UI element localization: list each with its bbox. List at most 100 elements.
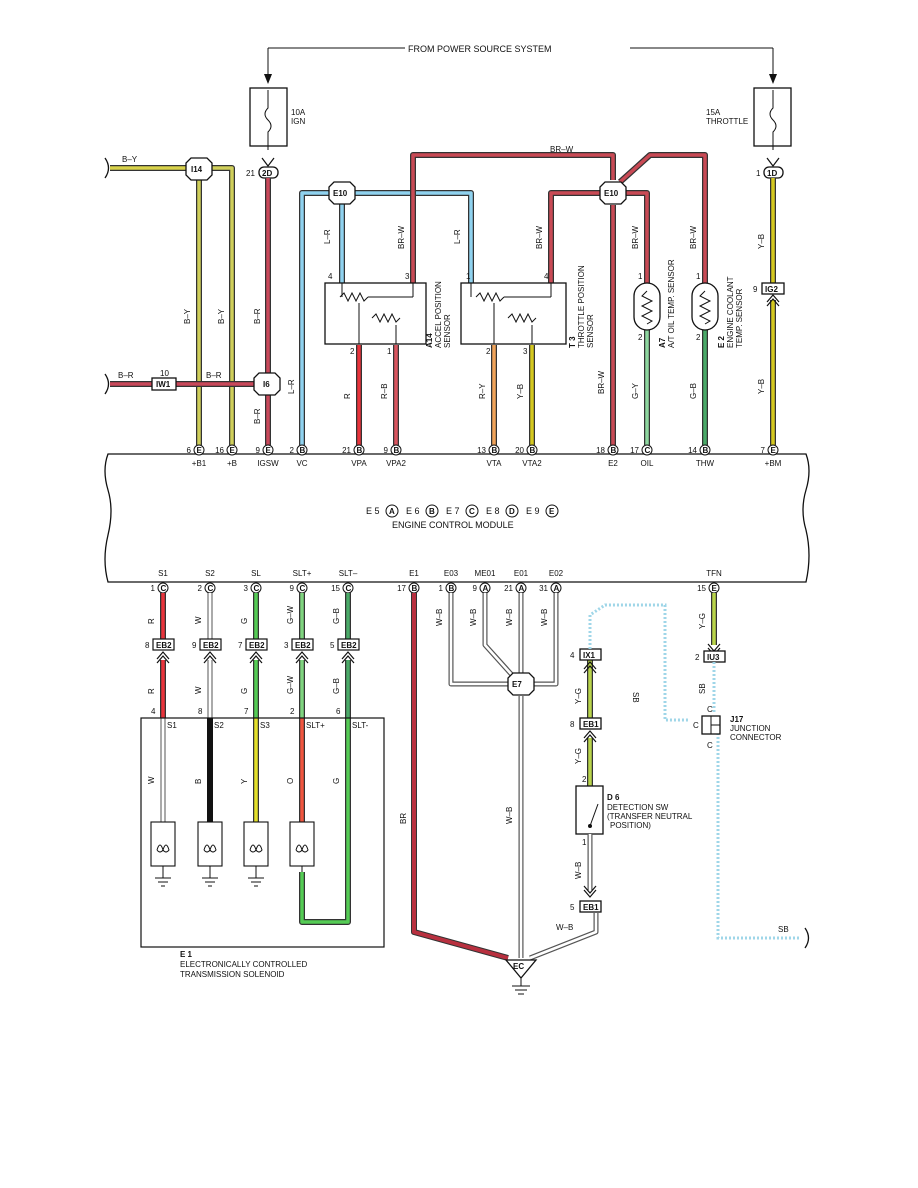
ecm-pin-number: 15 [697, 584, 706, 593]
ground-wires: BR W–B W–B W–B W–B W–B E7 W–B EC [399, 593, 599, 995]
ecm-pin-conn: A [519, 584, 525, 593]
ecm-pin-badge [767, 444, 779, 456]
ecm-pin-number: 3 [244, 584, 249, 593]
svg-text:D 6: D 6 [607, 793, 620, 802]
svg-text:W–B: W–B [556, 923, 573, 932]
svg-text:21: 21 [246, 169, 255, 178]
svg-text:TRANSMISSION SOLENOID: TRANSMISSION SOLENOID [180, 970, 285, 979]
ecm-pin-conn: E [712, 584, 718, 593]
svg-text:W–B: W–B [469, 609, 478, 626]
sensor-a14: 4 3 2 1 A14 ACCEL POSITION SENSOR [324, 272, 452, 356]
wire-color-label: G–B [332, 608, 341, 624]
ecm-pin-label: OIL [641, 459, 654, 468]
detection-switch-group: Y–G Y–G IX1 4 EB1 8 2 1 D 6 DETECTION SW… [570, 593, 810, 949]
svg-text:E 2: E 2 [717, 335, 726, 348]
svg-text:W–B: W–B [505, 807, 514, 824]
junctions-top: I14 I6 IW1 10 E10 E10 IG2 9 [151, 157, 785, 396]
svg-text:A7: A7 [658, 337, 667, 348]
svg-text:R: R [343, 393, 352, 399]
solenoid-terminal: SLT+ [306, 721, 325, 730]
svg-text:2: 2 [638, 333, 643, 342]
connector-chevron [295, 655, 309, 664]
ecm-pin-conn: A [554, 584, 560, 593]
coil-icon [249, 844, 263, 853]
ecm-pin-label: VC [296, 459, 307, 468]
ecm-pin-number: 9 [473, 584, 478, 593]
junction-e10-right [599, 181, 627, 205]
ecm-pin-label: +BM [765, 459, 782, 468]
svg-text:4: 4 [544, 272, 549, 281]
svg-text:2: 2 [695, 653, 700, 662]
svg-text:3: 3 [523, 347, 528, 356]
conn-eb1-b [579, 900, 602, 913]
svg-text:4: 4 [328, 272, 333, 281]
ecm-connector-id: E 7 [446, 506, 460, 516]
ecm-pin-number: 21 [504, 584, 513, 593]
ecm-pin-conn: E [771, 446, 777, 455]
svg-text:BR–W: BR–W [597, 370, 606, 394]
svg-text:IU3: IU3 [707, 653, 720, 662]
svg-text:B–Y: B–Y [122, 155, 138, 164]
svg-text:E 1: E 1 [180, 950, 193, 959]
svg-text:Y–G: Y–G [698, 613, 707, 629]
ecm-connector-badge [425, 504, 439, 518]
svg-text:10: 10 [160, 369, 169, 378]
solenoid-terminal: S3 [260, 721, 270, 730]
svg-text:B–R: B–R [118, 371, 134, 380]
ecm-pin-badge [390, 444, 402, 456]
svg-text:IG2: IG2 [765, 285, 778, 294]
ecm-pin-label: S1 [158, 569, 168, 578]
ecm-pin-conn: C [300, 584, 306, 593]
ecm-pin-conn: B [300, 446, 306, 455]
solenoid-pin: 6 [336, 707, 341, 716]
svg-text:1: 1 [582, 838, 587, 847]
ecm-top-pins: E6+B1E16+BE9IGSWB2VCB21VPAB9VPA2B13VTAB2… [187, 444, 782, 468]
wire-color-label: G [240, 618, 249, 624]
svg-text:SENSOR: SENSOR [586, 314, 595, 348]
ecm-pin-label: SLT– [339, 569, 358, 578]
ecm-pin-number: 1 [439, 584, 444, 593]
wire-color-label: G–W [286, 675, 295, 694]
svg-text:R–B: R–B [380, 383, 389, 399]
ecm-connector-letter: A [389, 507, 395, 516]
wire-color-label: G [240, 688, 249, 694]
wire-color-label: G–W [286, 605, 295, 624]
svg-text:1D: 1D [767, 169, 777, 178]
ecm-connector-letter: B [429, 507, 435, 516]
ecm-pin-number: 15 [331, 584, 340, 593]
svg-text:ACCEL POSITION: ACCEL POSITION [434, 281, 443, 348]
svg-text:I6: I6 [263, 380, 270, 389]
ecm-pin-label: +B1 [192, 459, 207, 468]
ecm-pin-number: 14 [688, 446, 697, 455]
svg-text:Y–G: Y–G [574, 688, 583, 704]
wire-color-label: G [332, 778, 341, 784]
svg-text:B–R: B–R [253, 308, 262, 324]
conn-eb2 [199, 638, 222, 651]
svg-text:JUNCTION: JUNCTION [730, 724, 771, 733]
conn-iw1 [151, 377, 177, 391]
svg-text:EC: EC [513, 962, 524, 971]
ecm-pin-number: 2 [290, 446, 295, 455]
svg-text:Y–B: Y–B [757, 234, 766, 249]
ecm-pin-conn: B [394, 446, 400, 455]
sensor-a7: 1 2 A7 A/T OIL TEMP. SENSOR [633, 259, 676, 348]
ecm-pin-conn: C [161, 584, 167, 593]
svg-text:B–Y: B–Y [183, 308, 192, 324]
ecm-pin-conn: B [703, 446, 709, 455]
svg-text:A14: A14 [425, 333, 434, 348]
coil-icon [203, 844, 217, 853]
conn-eb2-label: EB2 [295, 641, 311, 650]
wire-color-label: Y [240, 778, 249, 784]
wire-color-label: G–B [332, 678, 341, 694]
solenoid-terminal: S1 [167, 721, 177, 730]
ecm-pin-label: IGSW [257, 459, 279, 468]
fuse-ign-amp: 10A [291, 108, 306, 117]
ecm-pin-label: SLT+ [293, 569, 312, 578]
svg-text:L–R: L–R [323, 229, 332, 244]
ecm-pin-conn: A [483, 584, 489, 593]
conn-eb2-label: EB2 [249, 641, 265, 650]
wire-color-label: B [194, 779, 203, 784]
ecm-connector-id: E 9 [526, 506, 540, 516]
connector-chevron [203, 651, 217, 660]
